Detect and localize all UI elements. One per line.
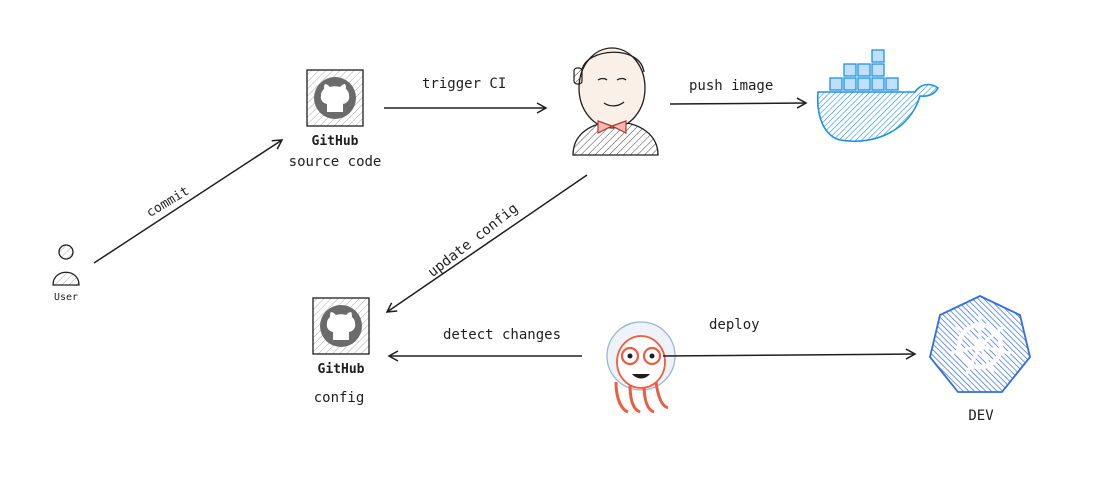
jenkins-icon [572, 47, 659, 156]
deploy-arrow [662, 348, 917, 360]
user-label: User [53, 292, 79, 303]
github-config-title: GitHub [317, 362, 365, 377]
kubernetes-icon [929, 295, 1031, 393]
update-config-arrow [385, 174, 588, 313]
kubernetes-label: DEV [968, 408, 994, 424]
argocd-icon [606, 321, 676, 414]
docker-icon [816, 49, 940, 142]
push-image-label: push image [689, 78, 774, 94]
github-config-subtitle: config [313, 390, 365, 406]
commit-arrow [93, 139, 284, 264]
deploy-label: deploy [709, 317, 760, 333]
push-image-arrow [669, 97, 808, 109]
detect-changes-label: detect changes [443, 327, 562, 343]
github-source-title: GitHub [311, 134, 359, 149]
github-source-icon [306, 69, 364, 127]
github-config-icon [312, 297, 370, 355]
github-source-subtitle: source code [288, 154, 382, 170]
trigger-ci-label: trigger CI [422, 76, 507, 92]
user-icon [52, 244, 80, 286]
